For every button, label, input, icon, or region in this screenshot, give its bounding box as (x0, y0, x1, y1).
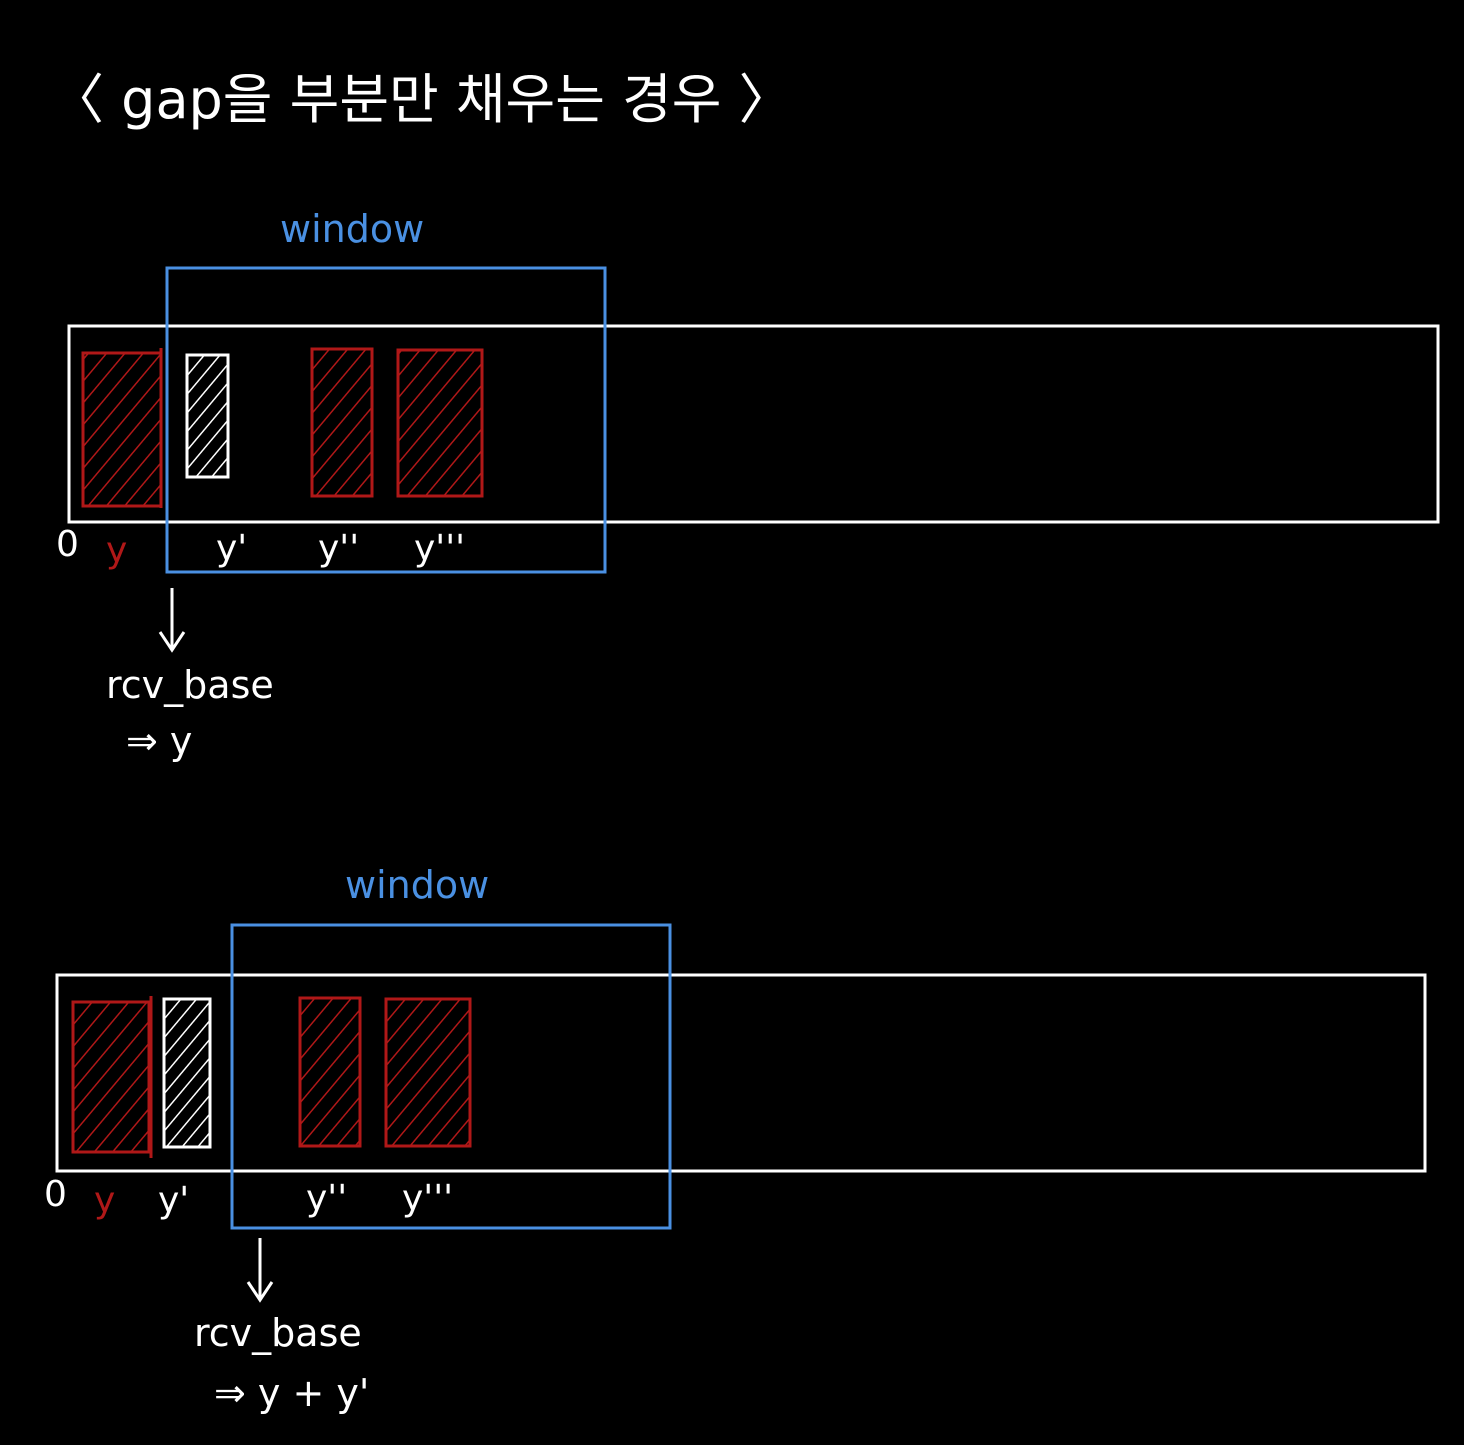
received-segment-y (81, 348, 163, 508)
received-segment-y2 (310, 347, 374, 498)
label-y: y (94, 1180, 115, 1221)
window-label: window (280, 207, 424, 251)
rcv-base-arrow (158, 588, 186, 653)
label-y2: y'' (318, 528, 359, 569)
rcv-base-value: ⇒ y + y' (214, 1371, 369, 1415)
rcv-base-arrow (246, 1238, 274, 1303)
received-segment-y (71, 996, 153, 1158)
window-box (230, 923, 672, 1230)
sequence-space-bar (55, 973, 1427, 1173)
label-zero: 0 (56, 524, 79, 565)
filled-segment-y1 (162, 997, 212, 1149)
rcv-base-label: rcv_base (106, 663, 274, 707)
received-segment-y3 (396, 348, 484, 498)
window-label: window (345, 863, 489, 907)
received-segment-y2 (298, 996, 362, 1148)
label-y1: y' (216, 528, 247, 569)
rcv-base-label: rcv_base (194, 1311, 362, 1355)
gap-fill-segment (185, 353, 230, 479)
diagram-after: window 0 y y' y'' y''' rcv_base ⇒ y + y' (44, 863, 1427, 1415)
window-box (165, 266, 607, 574)
label-y3: y''' (414, 528, 465, 569)
label-zero: 0 (44, 1174, 67, 1215)
label-y3: y''' (402, 1178, 453, 1219)
sequence-space-bar (67, 324, 1440, 524)
rcv-base-value: ⇒ y (126, 719, 192, 763)
label-y: y (106, 530, 127, 571)
diagram-title: 〈 gap을 부분만 채우는 경우 〉 (50, 68, 793, 131)
label-y2: y'' (306, 1178, 347, 1219)
label-y1: y' (158, 1180, 189, 1221)
received-segment-y3 (384, 997, 472, 1148)
diagram-before: window 0 y y' y'' y''' rcv_base ⇒ y (56, 207, 1440, 763)
